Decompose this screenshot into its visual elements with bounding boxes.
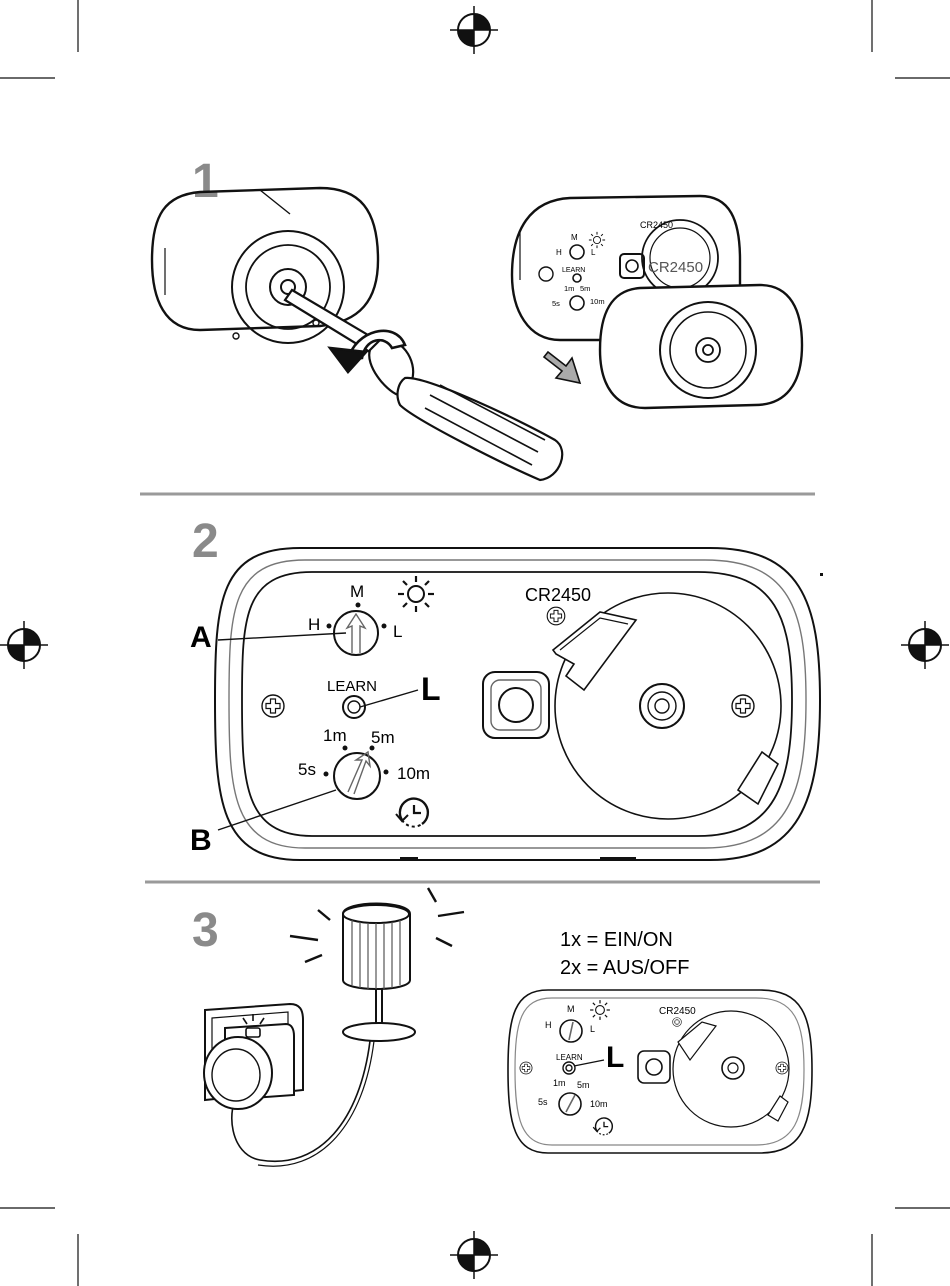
- step3-battery-holder: [673, 1011, 789, 1127]
- step2-timer-1m: 1m: [323, 726, 347, 745]
- step2-sens-l: L: [393, 622, 402, 641]
- step2-screw-right-icon: [732, 695, 754, 717]
- registration-mark-bottom: [450, 1231, 498, 1279]
- step1-timer-5s: 5s: [552, 299, 560, 308]
- step1-cover: [600, 285, 802, 408]
- step2-callout-a: A: [190, 621, 212, 654]
- step1-sens-m: M: [571, 233, 578, 242]
- step2-battery-label: CR2450: [525, 585, 591, 605]
- step3-timer-5s: 5s: [538, 1097, 548, 1107]
- step3-screw-right-icon: [776, 1062, 788, 1074]
- step2-device-outline: [215, 548, 820, 860]
- step2-clock-icon: [396, 799, 428, 827]
- step1-sens-h: H: [556, 248, 562, 257]
- registration-mark-top: [450, 6, 498, 54]
- lamp-icon: [343, 904, 415, 1042]
- step-number-3: 3: [192, 904, 219, 957]
- step3-sens-h: H: [545, 1020, 552, 1030]
- step3-timer-10m: 10m: [590, 1099, 608, 1109]
- step2-sensor-window: [483, 672, 549, 738]
- step-number-1: 1: [192, 155, 219, 208]
- step1-battery-face: CR2450: [648, 259, 703, 276]
- step3-sun-icon: [590, 1000, 610, 1020]
- step3-learn: LEARN: [556, 1053, 583, 1062]
- step2-battery-holder: [553, 593, 781, 819]
- step3-timer-5m: 5m: [577, 1080, 590, 1090]
- step2-sens-h: H: [308, 615, 320, 634]
- step3-line1: 1x = EIN/ON: [560, 929, 673, 951]
- step2-callout-l: L: [421, 671, 441, 707]
- step3-timer-dial: [559, 1093, 581, 1115]
- step1-timer-5m: 5m: [580, 284, 590, 293]
- step2-learn-label: LEARN: [327, 678, 377, 695]
- step3-timer-1m: 1m: [553, 1078, 566, 1088]
- step3-sensor-window: [638, 1051, 670, 1083]
- step3-screw-left-icon: [520, 1062, 532, 1074]
- step1-sun-icon: [589, 232, 605, 248]
- step2-sens-m: M: [350, 582, 364, 601]
- step3-sens-m: M: [567, 1004, 575, 1014]
- registration-mark-right: [901, 621, 949, 669]
- step1-timer-10m: 10m: [590, 297, 605, 306]
- step2-screw-left-icon: [262, 695, 284, 717]
- step3-battery-plus-icon: [673, 1018, 682, 1027]
- step1-battery-label: CR2450: [640, 220, 673, 230]
- step1-sens-l: L: [591, 248, 596, 257]
- step2-timer-10m: 10m: [397, 764, 430, 783]
- step3-battery-label: CR2450: [659, 1006, 696, 1017]
- step3-sens-l: L: [590, 1024, 595, 1034]
- step3-callout-l: L: [606, 1041, 624, 1074]
- step3-clock-icon: [593, 1118, 612, 1135]
- step2-sun-icon: [398, 576, 434, 612]
- step1-learn: LEARN: [562, 267, 585, 274]
- step2-timer-dial: [334, 752, 380, 799]
- step2-timer-5m: 5m: [371, 728, 395, 747]
- screwdriver-icon: [285, 290, 562, 480]
- step2-battery-plus-icon: [547, 607, 565, 625]
- step3-line2: 2x = AUS/OFF: [560, 957, 689, 979]
- step1-timer-1m: 1m: [564, 284, 574, 293]
- pull-arrow-icon: [544, 352, 580, 383]
- step3-learn-button: [563, 1062, 575, 1074]
- step-number-2: 2: [192, 515, 219, 568]
- registration-mark-left: [0, 621, 48, 669]
- step3-sens-dial: [560, 1020, 582, 1042]
- step2-callout-b: B: [190, 824, 212, 857]
- step2-timer-5s: 5s: [298, 760, 316, 779]
